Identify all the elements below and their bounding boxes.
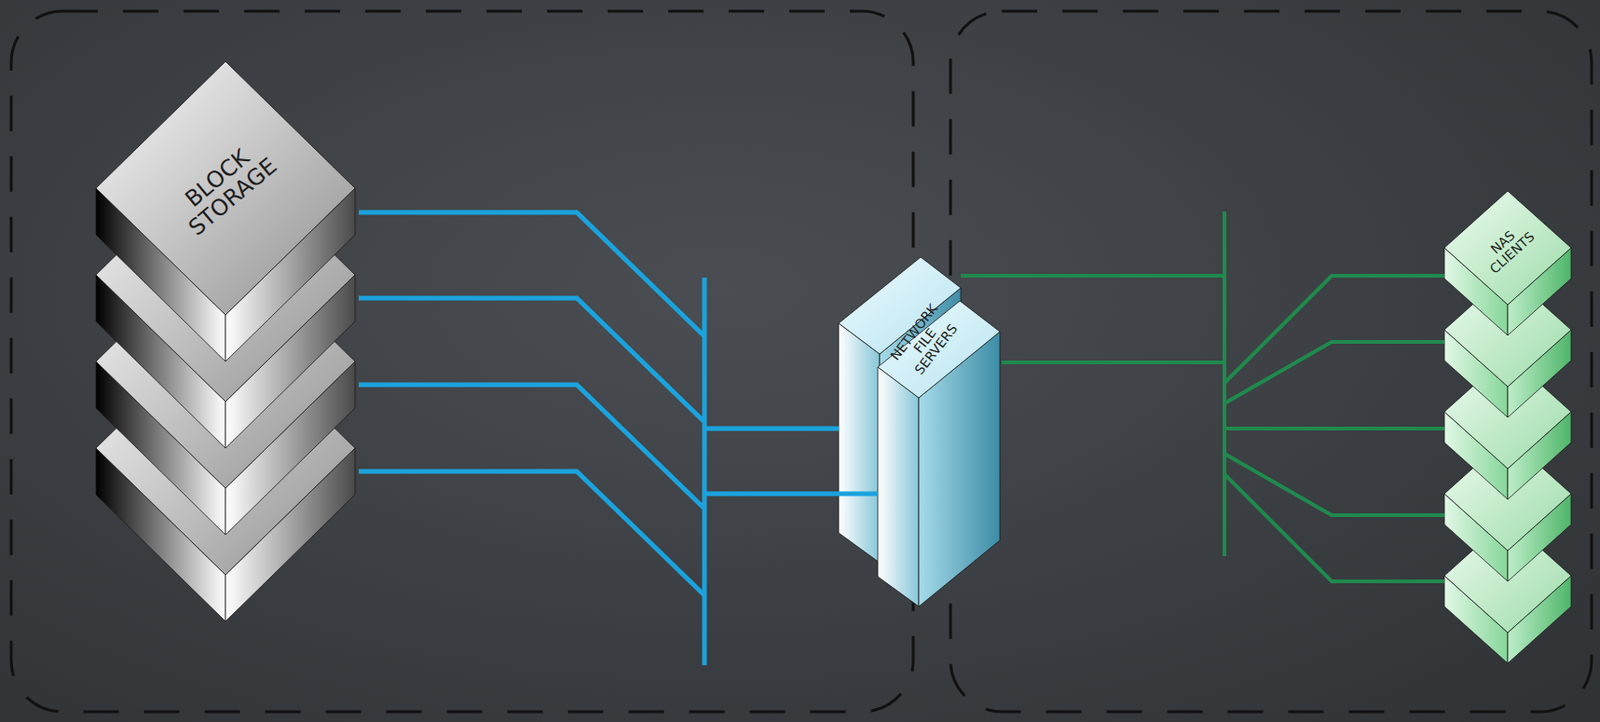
slab-top [95, 61, 356, 315]
network-link [358, 212, 878, 666]
storage-stack: BLOCK STORAGE [93, 55, 359, 625]
dashed-frame [950, 11, 1592, 712]
server-front [838, 323, 880, 563]
server-stack: NETWORK FILE SERVERS [838, 257, 1002, 607]
server-front [877, 367, 919, 607]
dashed-frame [11, 11, 914, 712]
slab-top [1444, 191, 1572, 305]
node-shape [93, 55, 359, 625]
client-stack: NAS CLIENTS [1444, 190, 1572, 666]
node-shape [838, 257, 1002, 607]
network-link [960, 211, 1445, 582]
